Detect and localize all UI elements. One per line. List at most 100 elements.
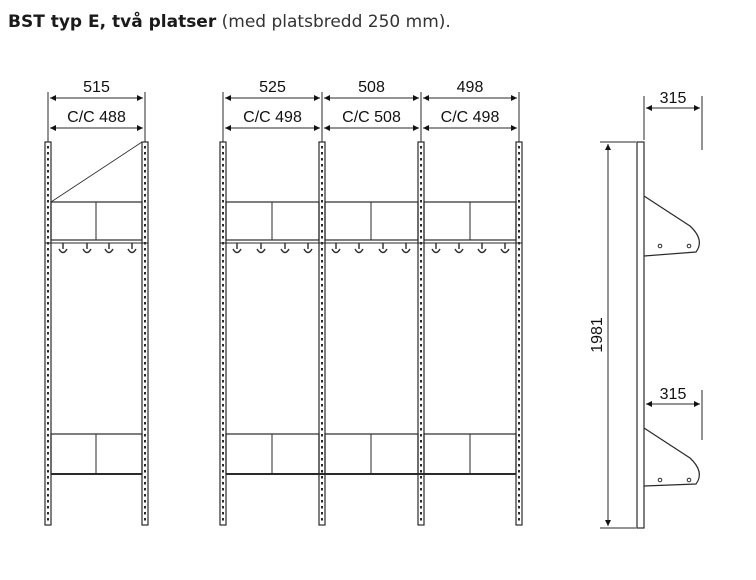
post-hole [222, 464, 224, 467]
post-hole [420, 386, 422, 389]
post-hole [321, 440, 323, 443]
post-hole [518, 254, 520, 257]
post-hole [144, 152, 146, 155]
post-hole [518, 278, 520, 281]
post-hole [47, 164, 49, 167]
post-hole [47, 194, 49, 197]
post-hole [321, 152, 323, 155]
post-hole [518, 158, 520, 161]
post-hole [518, 488, 520, 491]
post-hole [47, 356, 49, 359]
post-hole [144, 248, 146, 251]
post-hole [47, 410, 49, 413]
post-hole [518, 224, 520, 227]
dim-width-bay-2: 508 [358, 79, 385, 96]
post-hole [518, 338, 520, 341]
post-hole [518, 266, 520, 269]
post-hole [144, 344, 146, 347]
dim-cc-bay-1: C/C 498 [243, 109, 302, 126]
post-hole [47, 380, 49, 383]
post-hole [420, 290, 422, 293]
post-hole [420, 278, 422, 281]
post-hole [144, 488, 146, 491]
post-hole [321, 302, 323, 305]
post-hole [222, 314, 224, 317]
post-hole [321, 338, 323, 341]
post-hole [420, 344, 422, 347]
post-hole [321, 452, 323, 455]
post-hole [420, 230, 422, 233]
post-hole [222, 374, 224, 377]
page-title: BST typ E, två platser (med platsbredd 2… [8, 12, 451, 32]
post-hole [144, 338, 146, 341]
post-hole [321, 158, 323, 161]
dim-depth-bottom: 315 [660, 386, 687, 403]
post-hole [144, 482, 146, 485]
post-hole [321, 200, 323, 203]
post-hole [222, 194, 224, 197]
post-hole [518, 458, 520, 461]
post-hole [518, 200, 520, 203]
post-hole [420, 188, 422, 191]
post-hole [420, 206, 422, 209]
post-hole [321, 410, 323, 413]
post-hole [321, 344, 323, 347]
post-hole [47, 296, 49, 299]
dim-width-bay-3: 498 [457, 79, 484, 96]
post-hole [144, 506, 146, 509]
post-hole [518, 446, 520, 449]
post-hole [144, 302, 146, 305]
post-hole [47, 350, 49, 353]
post-hole [222, 200, 224, 203]
post-hole [518, 470, 520, 473]
post-hole [222, 368, 224, 371]
post-hole [47, 188, 49, 191]
post-hole [222, 224, 224, 227]
post-hole [321, 422, 323, 425]
post-hole [47, 482, 49, 485]
coat-hook [303, 243, 313, 254]
post-hole [47, 338, 49, 341]
post-hole [47, 266, 49, 269]
post-hole [420, 368, 422, 371]
post-hole [144, 230, 146, 233]
post-hole [518, 494, 520, 497]
post-hole [222, 404, 224, 407]
post-hole [518, 236, 520, 239]
post-hole [144, 242, 146, 245]
post-hole [518, 206, 520, 209]
post-hole [47, 284, 49, 287]
post-hole [321, 212, 323, 215]
post-hole [222, 380, 224, 383]
post-hole [47, 422, 49, 425]
post-hole [518, 422, 520, 425]
post-hole [144, 350, 146, 353]
post-hole [47, 518, 49, 521]
post-hole [518, 374, 520, 377]
post-hole [321, 476, 323, 479]
post-hole [321, 386, 323, 389]
post-hole [518, 386, 520, 389]
post-hole [420, 398, 422, 401]
post-hole [321, 488, 323, 491]
post-hole [222, 242, 224, 245]
post-hole [47, 392, 49, 395]
post-hole [321, 308, 323, 311]
post-hole [420, 194, 422, 197]
post-hole [321, 164, 323, 167]
post-hole [47, 152, 49, 155]
post-hole [47, 344, 49, 347]
post-hole [47, 512, 49, 515]
post-hole [144, 284, 146, 287]
post-hole [47, 320, 49, 323]
post-hole [518, 500, 520, 503]
post-hole [321, 482, 323, 485]
post-hole [420, 326, 422, 329]
post-hole [321, 332, 323, 335]
post-hole [321, 146, 323, 149]
post-hole [420, 284, 422, 287]
post-hole [420, 440, 422, 443]
post-hole [420, 452, 422, 455]
post-hole [222, 458, 224, 461]
post-hole [321, 374, 323, 377]
